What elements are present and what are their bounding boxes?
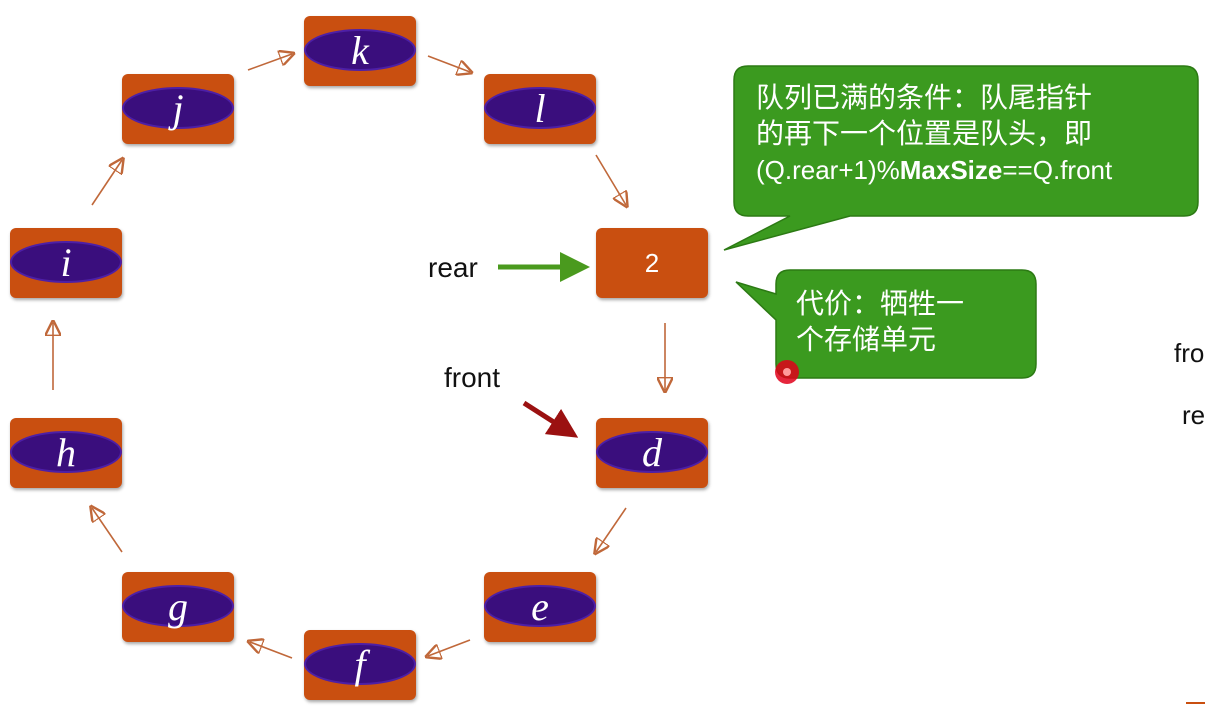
node-label: g — [168, 584, 188, 629]
node-label: e — [531, 584, 549, 629]
queue-node-h: h — [10, 418, 122, 488]
element-oval — [10, 241, 122, 283]
front-arrow — [522, 400, 579, 438]
ring-arrow-d-e — [596, 507, 627, 552]
ring-arrow-f-g — [250, 642, 293, 659]
node-label: h — [56, 430, 76, 475]
queue-node-e: e — [484, 572, 596, 642]
formula-prefix: (Q.rear+1)% — [756, 155, 900, 185]
node-label: i — [60, 240, 72, 285]
front-label: front — [444, 362, 501, 393]
callout-cost-line1: 代价：牺牲一 — [796, 287, 965, 320]
node-label: j — [172, 86, 184, 131]
callout-cost-line2: 个存储单元 — [796, 323, 937, 356]
callout-full-shape — [723, 65, 1199, 251]
ring-arrow-g-h — [92, 508, 123, 553]
callout-full-text: 队列已满的条件：队尾指针 的再下一个位置是队头，即 (Q.rear+1)%Max… — [756, 80, 1112, 188]
node-label: 2 — [644, 248, 660, 278]
node-label: d — [642, 430, 662, 475]
element-oval — [484, 87, 596, 129]
formula-bold: MaxSize — [899, 155, 1003, 185]
node-label: f — [354, 642, 366, 687]
element-oval — [122, 87, 234, 129]
queue-node-d: d — [596, 418, 708, 488]
ring-arrow-l-empty — [595, 154, 626, 205]
element-oval — [484, 585, 596, 627]
element-oval — [596, 431, 708, 473]
ring-arrow-e-f — [428, 639, 471, 656]
queue-node-l: l — [484, 74, 596, 144]
callout-full-formula: (Q.rear+1)%MaxSize==Q.front — [756, 152, 1112, 188]
queue-node-f: f — [304, 630, 416, 700]
element-oval — [304, 643, 416, 685]
element-oval — [304, 29, 416, 71]
ring-arrow-k-l — [427, 55, 470, 72]
queue-node-j: j — [122, 74, 234, 144]
edge-fragment-rear: re — [1182, 400, 1205, 430]
element-oval — [10, 431, 122, 473]
rear-label: rear — [428, 252, 478, 283]
queue-node-empty: 2 — [596, 228, 708, 298]
ring-arrow-j-k — [247, 54, 292, 71]
element-oval — [122, 585, 234, 627]
callout-full-line1: 队列已满的条件：队尾指针 — [756, 81, 1093, 114]
formula-suffix: ==Q.front — [1002, 155, 1113, 185]
ring-arrow-i-j — [91, 160, 122, 206]
node-label: l — [534, 86, 546, 131]
callout-cost-text: 代价：牺牲一 个存储单元 — [796, 286, 964, 358]
callout-full-line2: 的再下一个位置是队头，即 — [756, 117, 1093, 150]
edge-fragment-front: fro — [1174, 338, 1205, 368]
queue-node-g: g — [122, 572, 234, 642]
queue-node-k: k — [304, 16, 416, 86]
queue-node-i: i — [10, 228, 122, 298]
node-label: k — [351, 28, 369, 73]
